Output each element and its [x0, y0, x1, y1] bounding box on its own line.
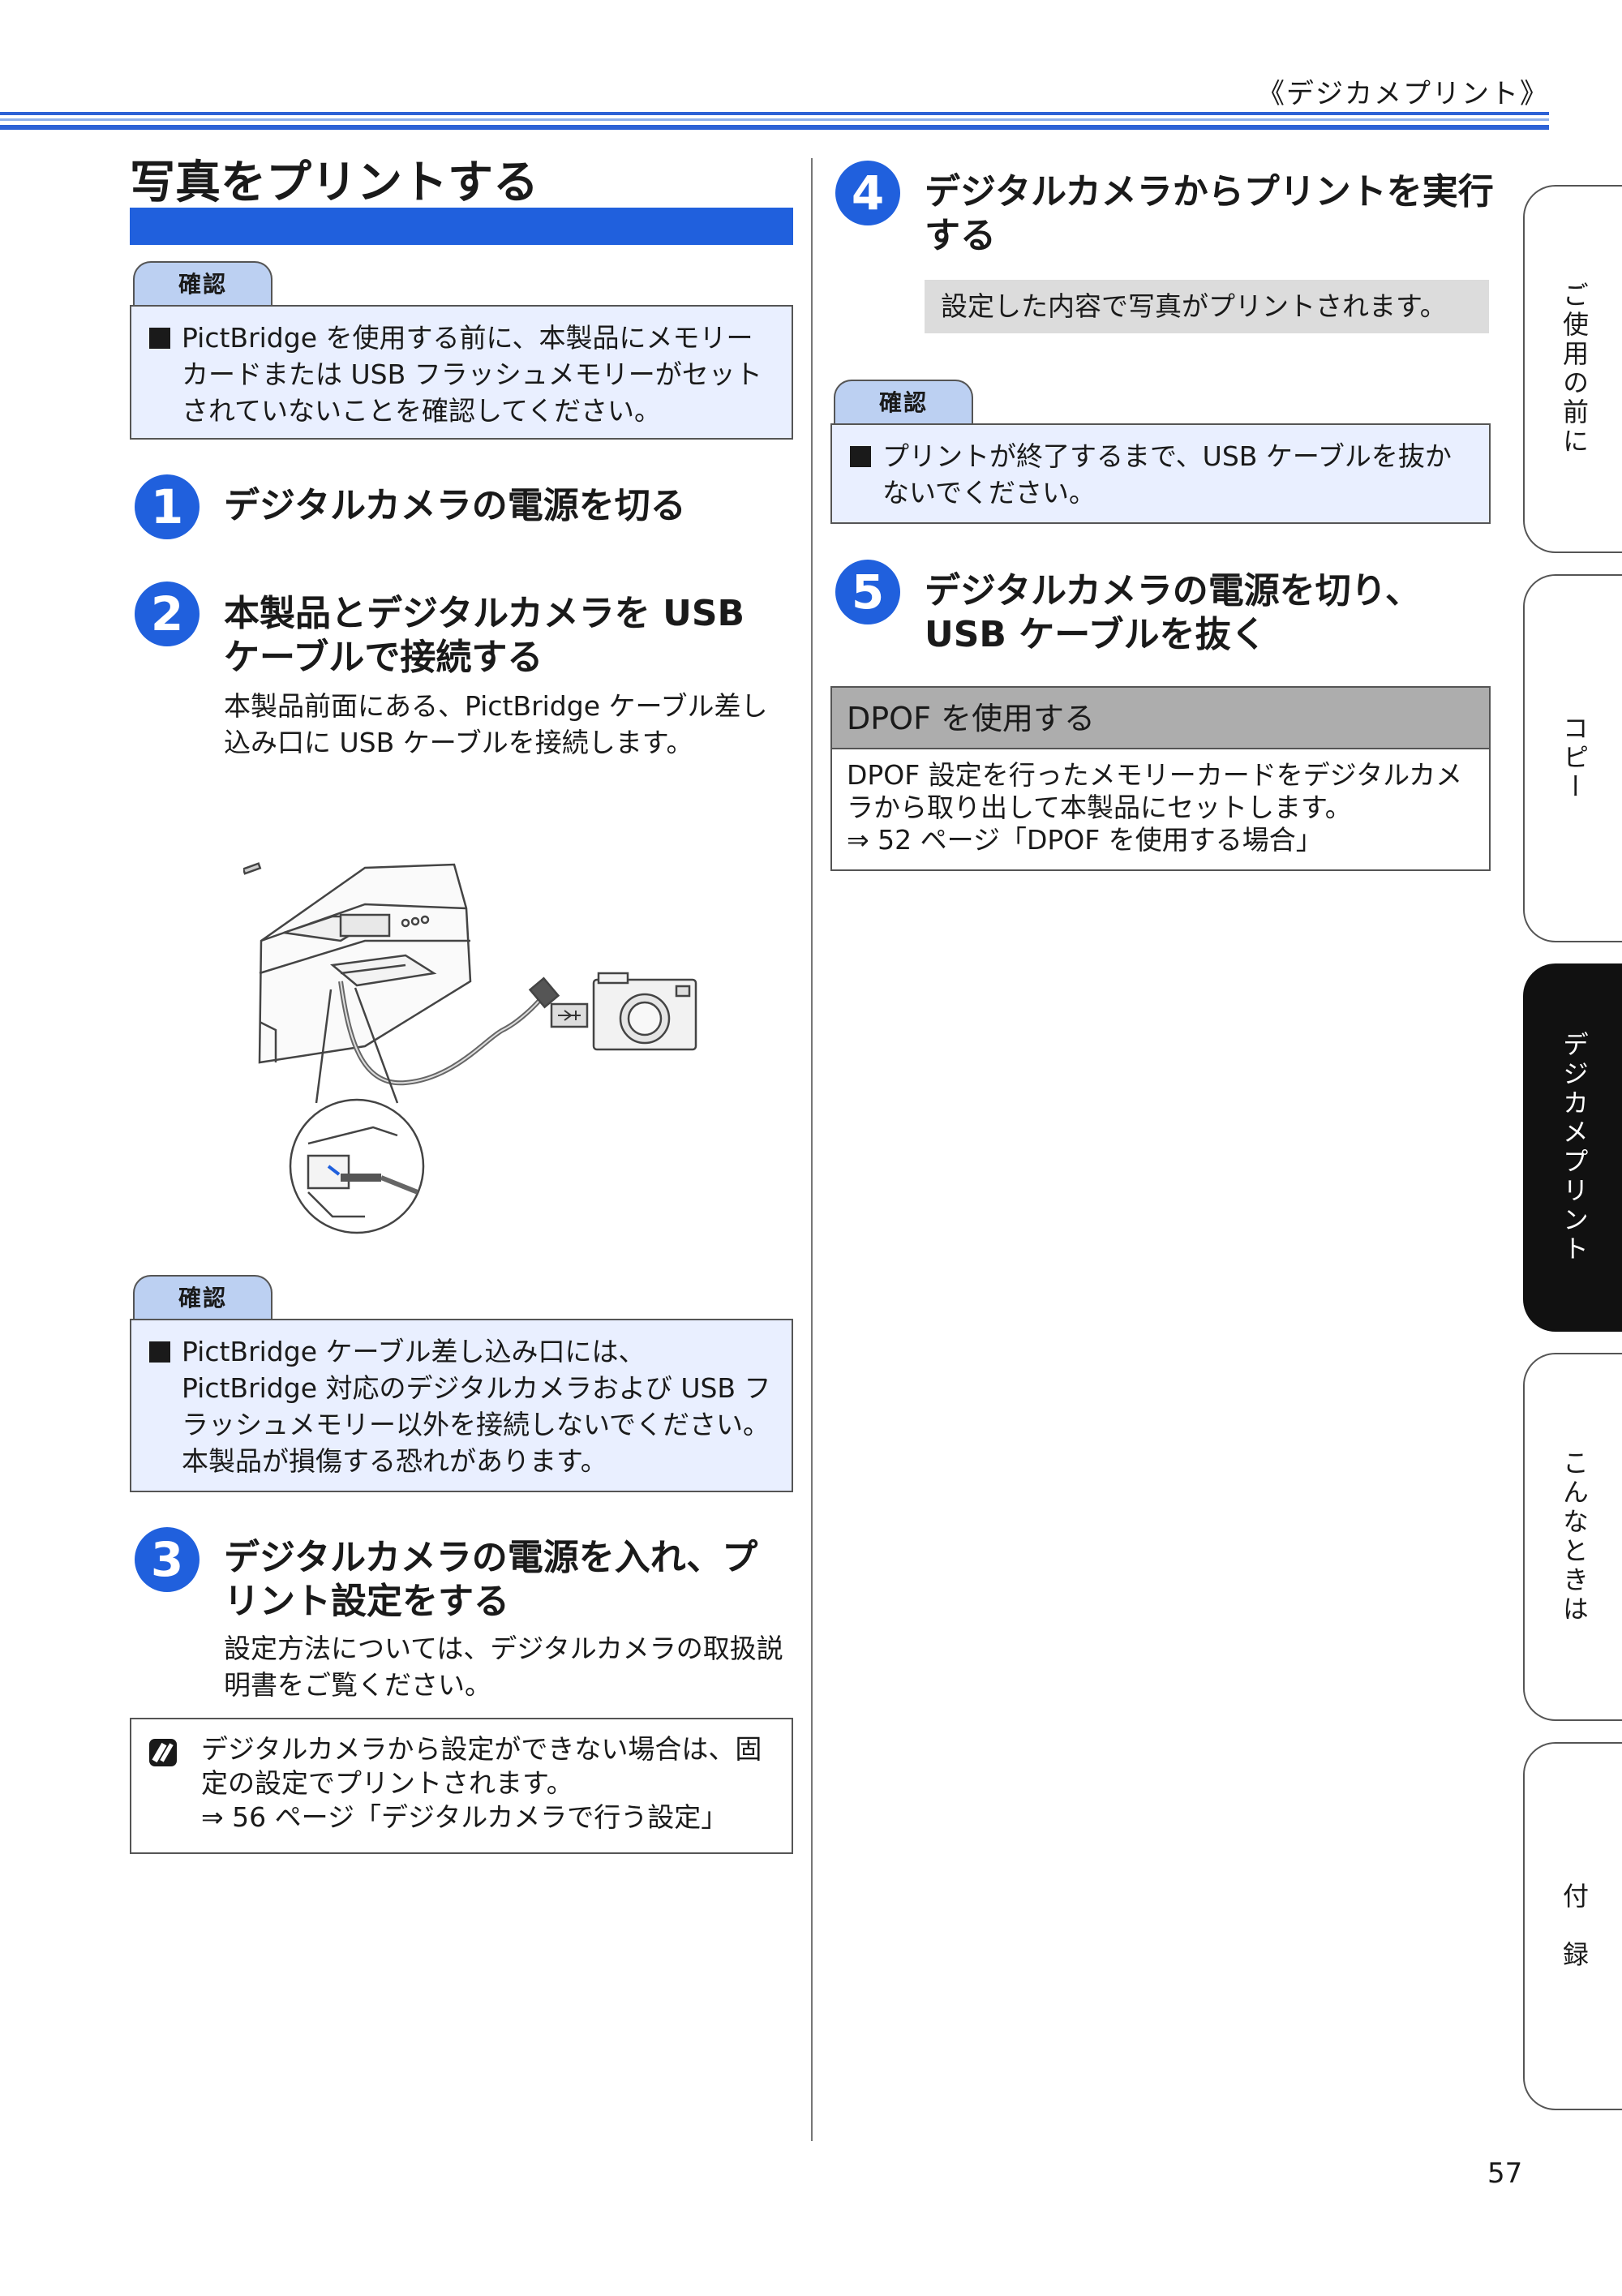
confirm-box: PictBridge ケーブル差し込み口には、PictBridge 対応のデジタ… [130, 1319, 793, 1492]
confirm-box: PictBridge を使用する前に、本製品にメモリーカードまたは USB フラ… [130, 305, 793, 440]
printer-camera-usb-illustration [243, 862, 697, 1234]
side-tab-before-use[interactable]: ご使用の前に [1523, 185, 1622, 553]
confirm-tab: 確認 [133, 1275, 272, 1320]
step-body: 設定方法については、デジタルカメラの取扱説明書をご覧ください。 [224, 1633, 783, 1701]
step-title: デジタルカメラの電源を切る [224, 485, 686, 526]
note-text: デジタルカメラから設定ができない場合は、固定の設定でプリントされます。 ⇒ 56… [201, 1732, 780, 1835]
page-number: 57 [1487, 2157, 1523, 2190]
step-number-badge: 2 [135, 582, 200, 646]
header-rule [0, 112, 1549, 115]
step-number-badge: 1 [135, 474, 200, 539]
side-tab-label: ご使用の前に [1559, 281, 1590, 457]
side-tab-label: こんなときは [1559, 1449, 1590, 1624]
page-title: 写真をプリントする [130, 157, 539, 209]
note-box: デジタルカメラから設定ができない場合は、固定の設定でプリントされます。 ⇒ 56… [130, 1718, 793, 1854]
side-tab-photo-print[interactable]: デジカメプリント [1523, 963, 1622, 1332]
side-tab-copy[interactable]: コピー [1523, 574, 1622, 942]
confirm-text: PictBridge ケーブル差し込み口には、PictBridge 対応のデジタ… [182, 1336, 771, 1477]
side-tab-label: 付 録 [1559, 1882, 1590, 1970]
step-number-badge: 5 [835, 560, 900, 624]
step-title: 本製品とデジタルカメラを USB ケーブルで接続する [224, 593, 745, 678]
side-tab-troubleshooting[interactable]: こんなときは [1523, 1353, 1622, 1721]
dpof-heading: DPOF を使用する [832, 688, 1489, 749]
dpof-reference-link[interactable]: ⇒ 52 ページ「DPOF を使用する場合」 [847, 824, 1323, 856]
step-title: デジタルカメラからプリントを実行する [925, 171, 1494, 256]
confirm-text: PictBridge を使用する前に、本製品にメモリーカードまたは USB フラ… [182, 322, 762, 427]
step-result-note: 設定した内容で写真がプリントされます。 [925, 280, 1489, 333]
pencil-note-icon [149, 1739, 177, 1766]
confirm-item: PictBridge ケーブル差し込み口には、PictBridge 対応のデジタ… [149, 1333, 777, 1479]
bullet-square-icon [149, 328, 170, 349]
step-number-badge: 3 [135, 1527, 200, 1592]
column-divider [811, 158, 813, 2141]
confirm-text: プリントが終了するまで、USB ケーブルを抜かないでください。 [882, 440, 1452, 509]
header-rule [0, 118, 1549, 121]
confirm-item: プリントが終了するまで、USB ケーブルを抜かないでください。 [850, 438, 1474, 511]
confirm-tab: 確認 [834, 380, 973, 425]
confirm-item: PictBridge を使用する前に、本製品にメモリーカードまたは USB フラ… [149, 320, 777, 429]
dpof-info-box: DPOF を使用する DPOF 設定を行ったメモリーカードをデジタルカメラから取… [830, 686, 1491, 871]
note-line: デジタルカメラから設定ができない場合は、固定の設定でプリントされます。 [201, 1733, 762, 1799]
header-rule [0, 125, 1549, 130]
side-tab-label: デジカメプリント [1559, 1031, 1590, 1264]
confirm-box: プリントが終了するまで、USB ケーブルを抜かないでください。 [830, 423, 1491, 524]
step-title: デジタルカメラの電源を入れ、プリント設定をする [224, 1537, 758, 1622]
dpof-text: DPOF 設定を行ったメモリーカードをデジタルカメラから取り出して本製品にセット… [847, 759, 1478, 856]
note-reference-link[interactable]: ⇒ 56 ページ「デジタルカメラで行う設定」 [201, 1801, 728, 1833]
section-header-label: 《デジカメプリント》 [1257, 78, 1549, 110]
confirm-tab: 確認 [133, 261, 272, 307]
side-tab-label: コピー [1559, 715, 1590, 802]
side-tab-appendix[interactable]: 付 録 [1523, 1742, 1622, 2110]
step-title: デジタルカメラの電源を切り、USB ケーブルを抜く [925, 570, 1422, 655]
bullet-square-icon [850, 446, 871, 467]
step-body: 本製品前面にある、PictBridge ケーブル差し込み口に USB ケーブルを… [224, 690, 768, 758]
dpof-line: DPOF 設定を行ったメモリーカードをデジタルカメラから取り出して本製品にセット… [847, 759, 1463, 823]
bullet-square-icon [149, 1341, 170, 1363]
title-underline-bar [130, 208, 793, 245]
step-number-badge: 4 [835, 161, 900, 225]
